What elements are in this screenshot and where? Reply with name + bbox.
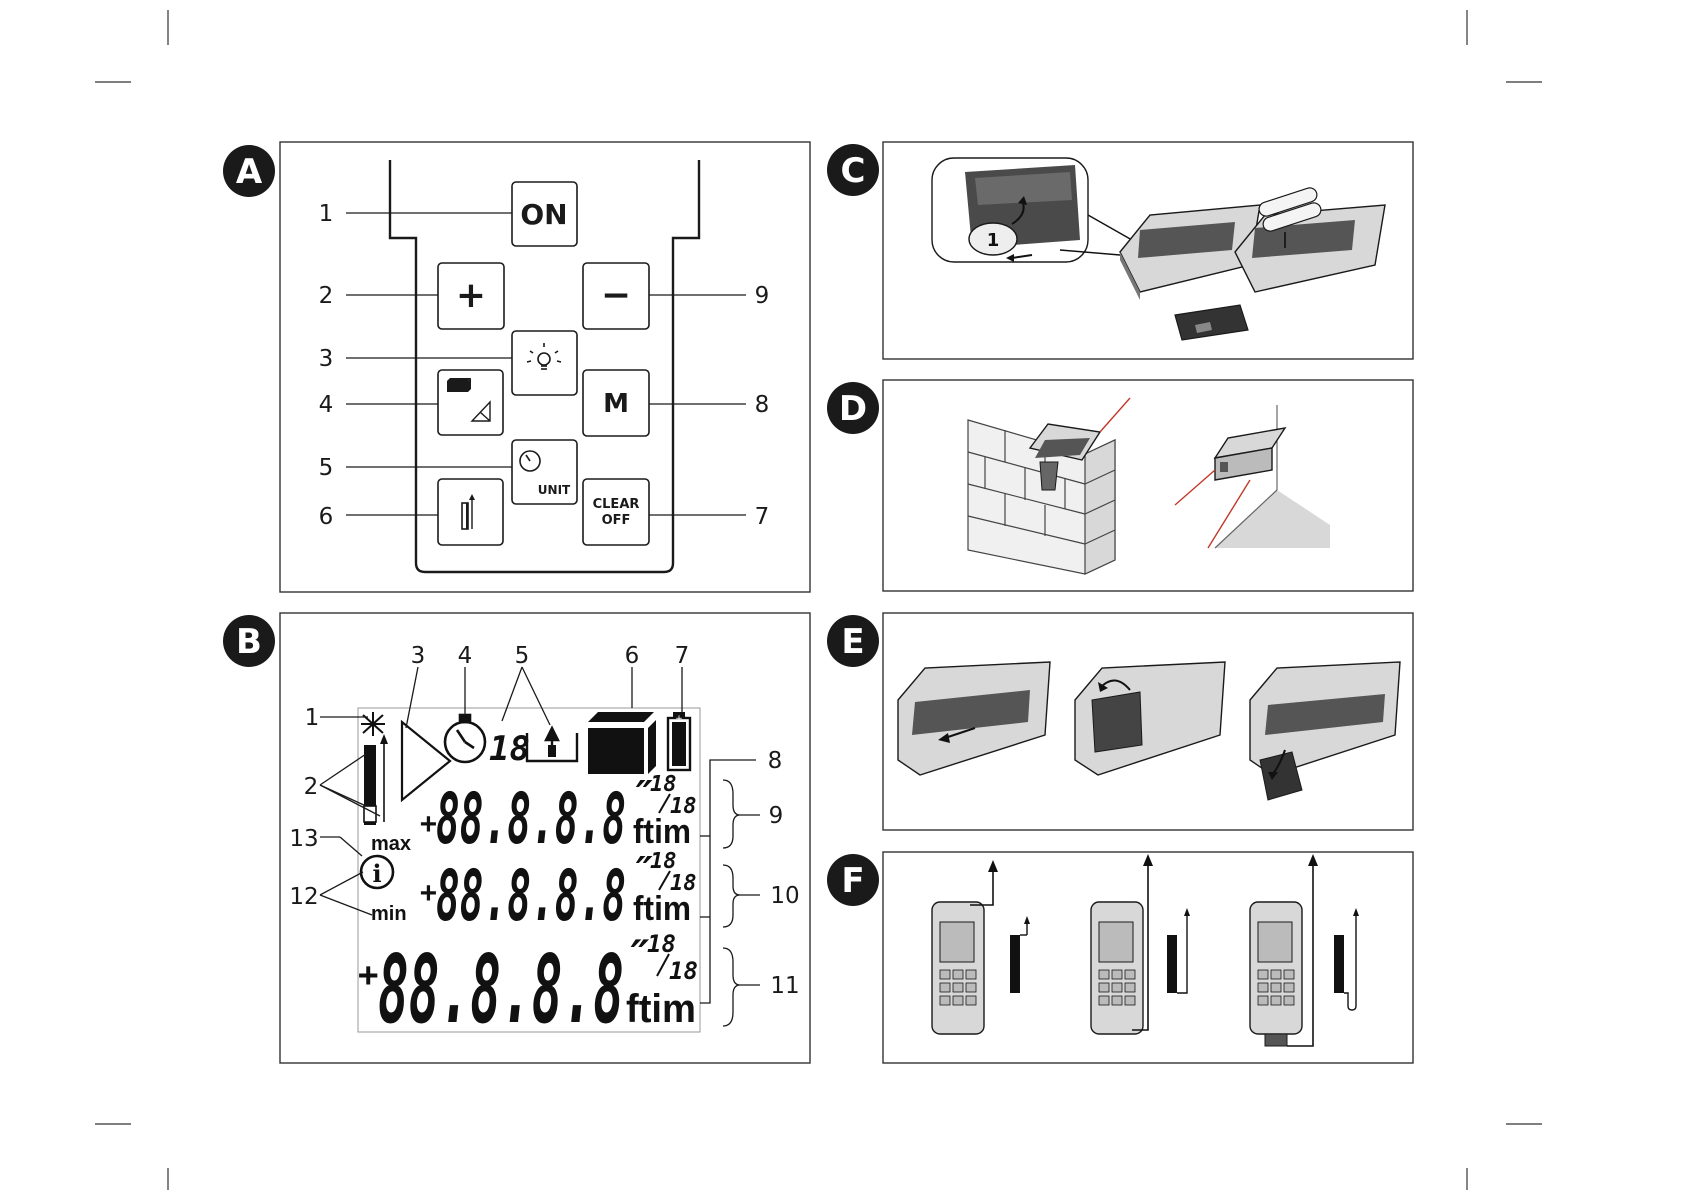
volume-area-icon [586,712,656,774]
clear-off-button[interactable]: CLEAR OFF [583,479,649,545]
callout-a-4: 4 [319,392,334,418]
device-e-2 [1075,662,1225,775]
svg-text:1: 1 [987,230,1000,251]
badge-c: C [827,144,879,196]
svg-text:UNIT: UNIT [538,483,571,497]
svg-text:ftim: ftim [633,890,691,928]
callout-a-8: 8 [755,392,770,418]
reference-plane-icon [527,728,577,761]
badge-d: D [827,382,879,434]
inset-battery-cover-detail: 1 [932,158,1088,262]
callout-a-6: 6 [319,504,334,530]
svg-text:M: M [603,389,629,419]
device-f-reference-top [932,860,1030,1034]
svg-text:18: 18 [647,930,676,958]
device-f-reference-bottom [1091,854,1190,1034]
svg-text:88.8.8.8: 88.8.8.8 [436,855,626,937]
panel-f: F [827,852,1413,1063]
svg-text:OFF: OFF [602,513,631,528]
device-e-3 [1250,662,1400,800]
panel-c: C 1 [827,142,1413,359]
callout-b-5: 5 [515,643,530,669]
display-row-2: + 88.8.8.8 ″ 18 18 ftim [420,849,697,937]
callout-b-11: 11 [770,973,799,999]
panel-b: B 18 [223,613,810,1063]
crop-marks [95,10,1542,1190]
callout-b-3: 3 [411,643,426,669]
svg-text:+: + [358,955,378,995]
reference-button[interactable] [438,479,503,545]
svg-text:A: A [236,152,263,192]
svg-text:ON: ON [520,198,567,231]
callout-b-7: 7 [675,643,690,669]
panel-d: D [827,380,1413,591]
display-row-3: + 88.8.8.8 ″ 18 18 ftim [358,930,698,1045]
callout-b-1: 1 [305,705,320,731]
svg-text:B: B [236,622,262,662]
device-f-pin-extended [1250,854,1359,1046]
panel-e: E [827,613,1413,830]
timer-unit-button[interactable]: UNIT [512,440,577,504]
svg-text:″: ″ [622,931,650,980]
callout-a-3: 3 [319,346,334,372]
laser-icon [361,712,385,736]
callout-a-7: 7 [755,504,770,530]
function-button[interactable] [438,370,503,435]
callout-a-1: 1 [319,201,334,227]
badge-a: A [223,145,275,197]
minus-button[interactable]: − [583,263,649,329]
callout-a-5: 5 [319,455,334,481]
callout-b-13: 13 [289,826,318,852]
svg-text:+: + [420,876,437,909]
max-label: max [371,833,411,855]
device-in-corner [1215,428,1285,480]
display-row-1: + 88.8.8.8 ″ 18 18 ftim [420,772,697,860]
svg-text:18: 18 [669,957,698,985]
battery-icon: + [668,712,690,770]
laser-beam-2 [1175,470,1215,505]
svg-text:88.8.8.8: 88.8.8.8 [436,778,626,860]
svg-text:F: F [841,861,864,901]
callout-a-2: 2 [319,283,334,309]
svg-text:D: D [839,389,867,429]
callout-b-2: 2 [304,774,319,800]
small-segment-digits: 18 [489,729,530,769]
svg-text:+: + [675,714,683,724]
callout-b-4: 4 [458,643,473,669]
device-battery-open [1235,186,1385,292]
battery-cover [1175,305,1248,340]
callout-b-8: 8 [768,748,783,774]
svg-text:E: E [841,622,864,662]
callout-a-9: 9 [755,283,770,309]
stopwatch-icon [445,715,485,762]
badge-f: F [827,854,879,906]
svg-text:−: − [601,275,631,316]
panel-a: A ON + − [223,142,810,592]
reference-level-icon [364,734,388,825]
device-e-1 [898,662,1050,775]
info-icon: i [361,856,393,888]
laser-beam-1 [1100,398,1130,432]
on-button[interactable]: ON [512,182,577,246]
svg-text:ftim: ftim [626,987,696,1031]
callout-b-12: 12 [289,884,318,910]
callout-b-6: 6 [625,643,640,669]
volume-area-icon [447,378,471,392]
display-light-button[interactable] [512,331,577,395]
svg-text:+: + [420,807,437,840]
svg-text:C: C [841,151,866,191]
badge-b: B [223,615,275,667]
svg-text:ftim: ftim [633,813,691,851]
svg-text:i: i [372,859,381,888]
callout-b-9: 9 [769,803,784,829]
callout-b-10: 10 [770,883,799,909]
min-label: min [371,903,407,925]
svg-text:CLEAR: CLEAR [593,497,640,512]
svg-text:88.8.8.8: 88.8.8.8 [378,936,624,1045]
plus-button[interactable]: + [438,263,504,329]
memory-button[interactable]: M [583,370,649,436]
badge-e: E [827,615,879,667]
svg-text:+: + [456,275,486,316]
